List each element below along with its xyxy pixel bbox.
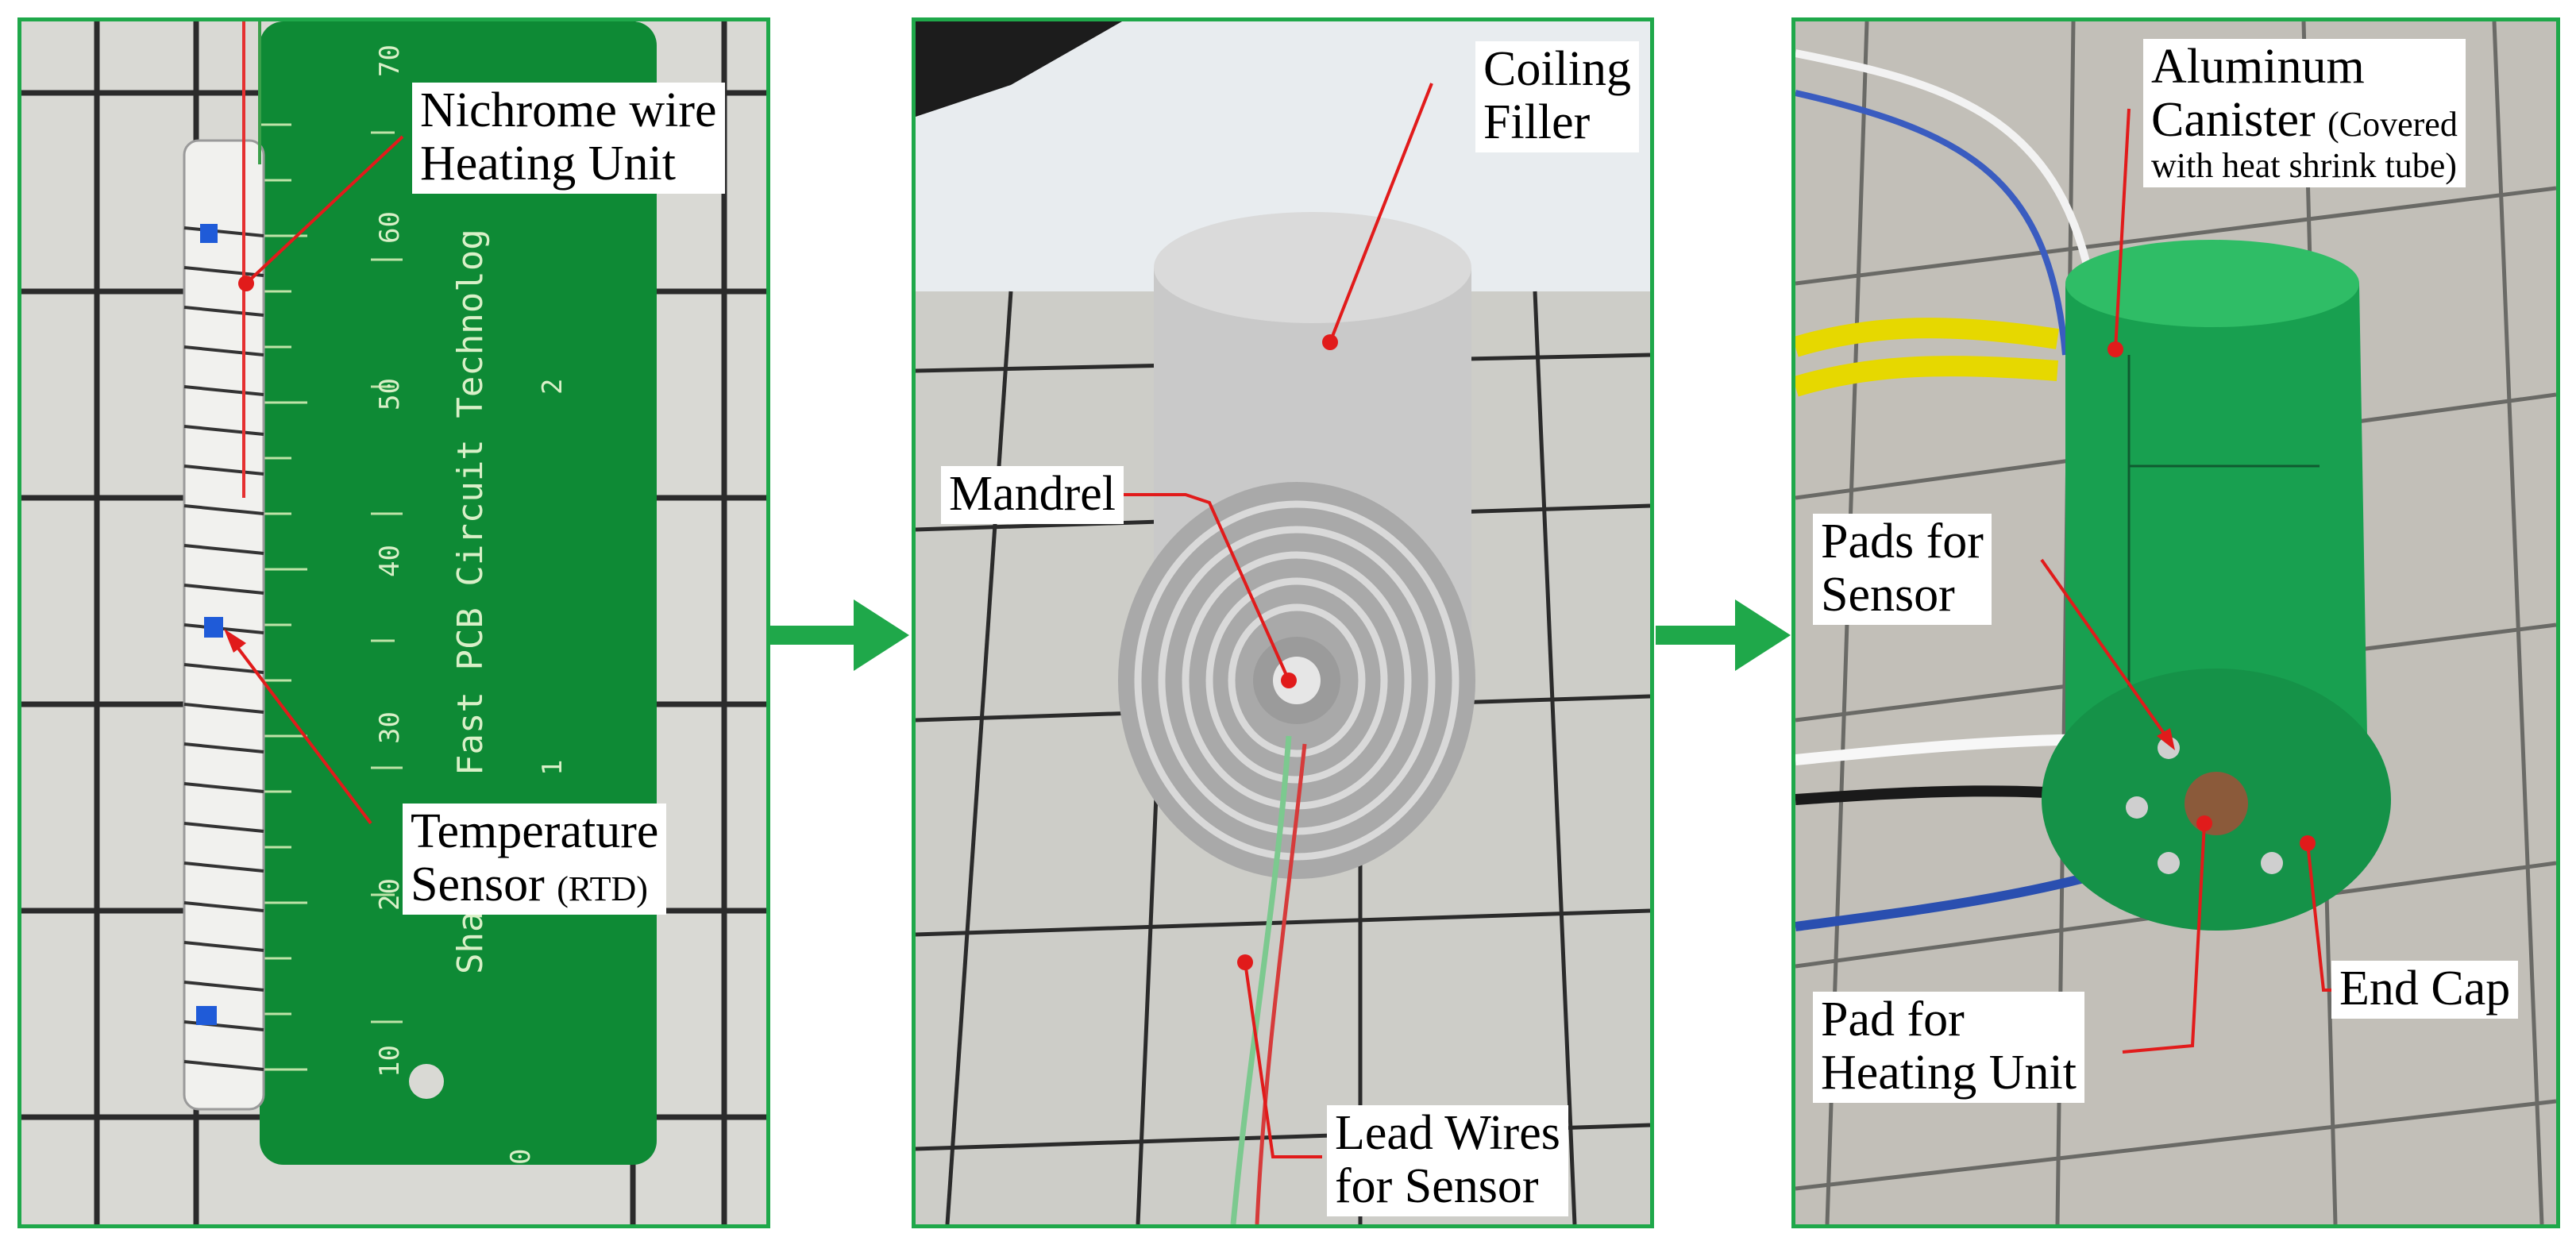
ruler-number: 50 — [374, 378, 406, 410]
dark-object — [916, 21, 1122, 117]
canister-note: (Covered — [2327, 104, 2458, 144]
pads-sensor-pointer — [2040, 558, 2170, 742]
aluminum-canister-label-line1: Aluminum — [2151, 40, 2365, 94]
filler-cylinder-top — [1154, 212, 1471, 323]
sensor-pad — [2126, 796, 2148, 819]
lead-wires-pointer-dot — [1237, 954, 1253, 970]
flow-arrow-1 — [770, 599, 909, 671]
temperature-sensor-label-line1: Temperature — [411, 804, 659, 858]
lead-wires-label: Lead Wires for Sensor — [1327, 1105, 1568, 1216]
canister-pointer — [2114, 108, 2131, 350]
aluminum-canister-label-line2: Canister — [2151, 92, 2328, 147]
yellow-wire-sleeve — [1795, 318, 2059, 357]
center-pad — [2185, 772, 2248, 835]
flow-arrow-2 — [1656, 599, 1791, 671]
sensor-pad — [2158, 737, 2180, 759]
lead-wires-pointer — [1244, 962, 1322, 1158]
heating-unit-pointer-dot — [238, 276, 254, 291]
end-cap-label-line1: End Cap — [2339, 962, 2511, 1016]
panel-heating-unit-photo: 70 60 50 40 30 20 10 0 2 1 Fast PCB Circ… — [17, 17, 770, 1228]
ruler-brand-text: Fast PCB Circuit Technolog — [450, 229, 491, 776]
green-lead-wire — [1230, 735, 1292, 1224]
yellow-wire-sleeve — [1795, 356, 2058, 397]
sensor-pointer — [228, 635, 372, 825]
blue-marker — [200, 224, 218, 243]
rtd-sensor-marker — [204, 617, 223, 638]
red-lead-wire — [1255, 743, 1307, 1224]
end-cap-pointer-dot — [2300, 835, 2316, 851]
pad-heating-pointer — [2122, 823, 2206, 1054]
pads-for-sensor-label-line2: Sensor — [1821, 567, 1955, 622]
lead-wires-label-line1: Lead Wires — [1335, 1106, 1560, 1160]
ruler-number: 30 — [374, 711, 406, 744]
pad-for-heating-unit-label-line1: Pad for — [1821, 992, 1965, 1046]
mandrel-pointer — [1106, 493, 1290, 681]
coiling-filler-label-line2: Filler — [1483, 94, 1591, 149]
ruler-number: 10 — [374, 1045, 406, 1077]
white-wire — [1795, 49, 2101, 324]
heating-unit-label: Nichrome wire Heating Unit — [412, 83, 725, 194]
ruler-number: 0 — [505, 1149, 537, 1165]
aluminum-canister-body — [2065, 283, 2367, 736]
ruler-mm-numbers: 70 60 50 40 30 20 10 0 — [374, 44, 537, 1165]
heating-unit-label-line2: Heating Unit — [420, 136, 676, 191]
mandrel-pointer-dot — [1281, 673, 1297, 688]
rtd-note: (RTD) — [557, 869, 648, 908]
heater-pad — [2261, 852, 2283, 874]
heating-unit-photo: 70 60 50 40 30 20 10 0 2 1 Fast PCB Circ… — [21, 21, 766, 1224]
filler-pointer — [1328, 83, 1433, 343]
heater-pad — [2158, 852, 2180, 874]
aluminum-canister-label: Aluminum Canister (Covered with heat shr… — [2143, 39, 2466, 188]
filler-pointer-dot — [1322, 334, 1338, 350]
coiling-filler-label-line1: Coiling — [1483, 42, 1632, 96]
temperature-sensor-label-line2: Sensor — [411, 857, 557, 911]
aluminum-canister-top — [2065, 240, 2359, 327]
mandrel-label: Mandrel — [941, 466, 1124, 524]
pad-for-heating-unit-label-line2: Heating Unit — [1821, 1045, 2077, 1100]
blue-marker — [196, 1006, 217, 1025]
blue-wire — [1795, 90, 2069, 356]
ruler-number: 20 — [374, 878, 406, 911]
pads-sensor-arrowhead — [2157, 728, 2175, 750]
pad-for-heating-unit-label: Pad for Heating Unit — [1813, 992, 2084, 1103]
ruler-number: 60 — [374, 211, 406, 244]
canister-pointer-dot — [2107, 341, 2123, 357]
ruler-brand-prefix: Sha — [450, 911, 491, 974]
ruler-number: 40 — [374, 545, 406, 577]
pad-heating-pointer-dot — [2196, 815, 2212, 831]
canister-note-line3: with heat shrink tube) — [2151, 145, 2457, 185]
heating-unit-label-line1: Nichrome wire — [420, 83, 717, 137]
sensor-pointer-arrowhead — [224, 629, 246, 653]
ruler-inch-number: 1 — [537, 760, 569, 776]
lead-wires-label-line2: for Sensor — [1335, 1158, 1539, 1213]
temperature-sensor-label: Temperature Sensor (RTD) — [403, 804, 667, 915]
ruler-inch-number: 2 — [537, 379, 569, 395]
panel-canister-photo: Aluminum Canister (Covered with heat shr… — [1791, 17, 2560, 1228]
coiling-filler-photo — [916, 21, 1650, 1224]
ruler-number: 70 — [374, 44, 406, 77]
pads-for-sensor-label-line1: Pads for — [1821, 515, 1984, 568]
panel-coiling-filler-photo: Coiling Filler Mandrel Lead Wires for Se… — [912, 17, 1654, 1228]
heating-unit-pointer — [245, 135, 404, 285]
coiling-filler-label: Coiling Filler — [1475, 41, 1640, 152]
mandrel-label-line1: Mandrel — [949, 467, 1116, 521]
end-cap-label: End Cap — [2331, 961, 2519, 1019]
ruler-hole — [409, 1064, 444, 1099]
filler-coil-rings — [1134, 500, 1460, 861]
ruler-tick-marks — [260, 123, 403, 1071]
pads-for-sensor-label: Pads for Sensor — [1813, 514, 1992, 625]
